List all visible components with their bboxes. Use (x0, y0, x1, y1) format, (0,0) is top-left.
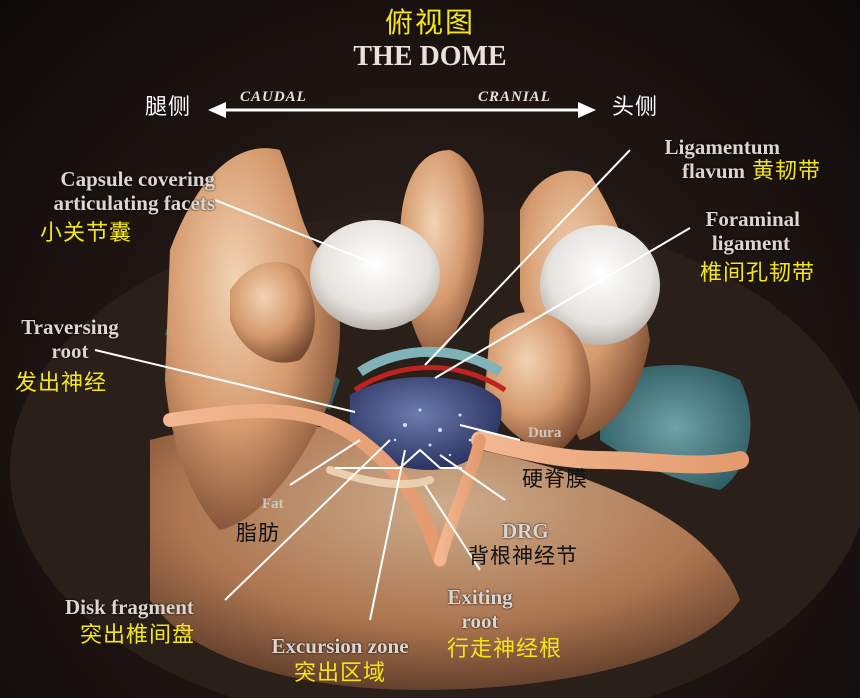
ligamentum-label-en1: Ligamentum (664, 135, 781, 159)
foraminal-label-en2: ligament (711, 231, 790, 255)
dura-label-en: Dura (528, 425, 562, 441)
leader-disk (224, 439, 391, 601)
traversing-label-cn: 发出神经 (15, 371, 108, 396)
leader-drg (439, 454, 506, 501)
ligamentum-label-en2: flavum (682, 159, 745, 183)
capsule-label-cn: 小关节囊 (40, 221, 133, 246)
traversing-label-en1: Traversing (21, 315, 119, 339)
disk-label-cn: 突出椎间盘 (80, 623, 196, 648)
ligamentum-flavum-band (357, 346, 503, 377)
drg-label-en: DRG (502, 519, 549, 543)
drg-label-cn: 背根神经节 (468, 544, 578, 568)
right-lower-facet (485, 311, 591, 450)
excursion-label-cn: 突出区域 (293, 661, 386, 686)
leader-capsule (214, 199, 371, 263)
orientation-arrow (208, 102, 596, 118)
nerve-branch (434, 434, 486, 566)
fat-label-en: Fat (262, 496, 284, 512)
leader-traversing (94, 349, 356, 413)
exiting-label-en2: root (461, 609, 499, 633)
caudal-cn: 腿侧 (145, 95, 192, 120)
capsule-label-en1: Capsule covering (60, 167, 215, 191)
exiting-label-en1: Exiting (447, 585, 513, 609)
dura-label-cn: 硬脊膜 (522, 467, 588, 491)
leader-lines (94, 149, 691, 621)
cranial-cn: 头侧 (612, 95, 659, 120)
leader-dura (459, 424, 521, 441)
right-facet-capsule (540, 225, 660, 345)
traversing-label-en2: root (51, 339, 89, 363)
title-cn: 俯视图 (384, 6, 475, 39)
leader-fat (289, 439, 361, 486)
foraminal-label-cn: 椎间孔韧带 (700, 261, 816, 286)
caudal-en: CAUDAL (240, 89, 307, 105)
dura-rim (353, 365, 507, 393)
fat-strand (326, 466, 434, 489)
left-facet-knob (230, 261, 315, 363)
exiting-label-cn: 行走神经根 (447, 637, 563, 662)
disk-fragment (350, 376, 502, 470)
leader-excursion (369, 449, 406, 621)
leader-ligamentum (424, 149, 631, 366)
left-facet-capsule (310, 220, 440, 330)
foraminal-label-en1: Foraminal (705, 207, 801, 231)
exiting-root (471, 431, 749, 474)
capsule-label-en2: articulating facets (53, 191, 215, 215)
fat-label-cn: 脂肪 (236, 521, 280, 545)
title-en: THE DOME (353, 41, 507, 72)
cranial-en: CRANIAL (478, 89, 551, 105)
disk-speckles (393, 408, 472, 457)
excursion-bracket (335, 448, 462, 469)
leader-exiting (424, 484, 481, 571)
disk-label-en: Disk fragment (65, 595, 194, 619)
excursion-label-en: Excursion zone (271, 634, 409, 658)
leader-foraminal (434, 227, 691, 379)
ligamentum-label-cn: 黄韧带 (752, 159, 822, 184)
